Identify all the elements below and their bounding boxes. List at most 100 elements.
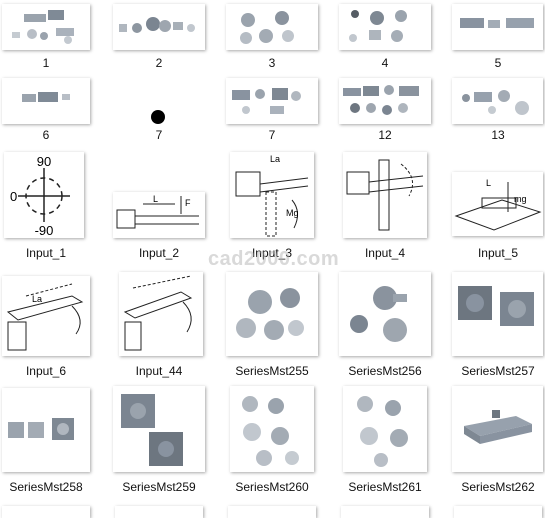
length-label: L (486, 178, 491, 188)
file-item-2[interactable]: 2 (113, 0, 205, 72)
item-label: Input_2 (138, 246, 180, 260)
angle-0-label: 0 (10, 189, 17, 204)
item-label: SeriesMst258 (9, 480, 83, 494)
thumbnail[interactable] (2, 4, 90, 50)
load-diagram-icon: L F (116, 194, 199, 229)
thumbnail[interactable] (452, 386, 543, 472)
item-label: SeriesMst259 (122, 480, 196, 494)
moment-diagram-icon (123, 275, 193, 351)
thumbnail[interactable]: La (2, 276, 90, 356)
next-row-thumb[interactable] (115, 506, 203, 518)
angle-neg90-label: -90 (35, 223, 54, 238)
next-row-thumb[interactable] (2, 506, 90, 518)
angle-diagram-icon: 90 0 -90 (10, 154, 70, 238)
thumbnail[interactable] (2, 388, 90, 472)
item-label: 6 (42, 128, 50, 142)
thumbnail[interactable] (339, 4, 431, 50)
item-label: Input_6 (25, 364, 67, 378)
file-item-6[interactable]: 6 (0, 76, 92, 146)
item-label: SeriesMst257 (461, 364, 535, 378)
file-item-7b[interactable]: 7 (226, 76, 318, 146)
weight-label: mg (514, 194, 527, 204)
thumbnail[interactable] (113, 386, 205, 472)
item-label: 7 (155, 128, 163, 142)
rotary-actuator-icon (240, 11, 294, 44)
moment-diagram-icon (346, 159, 424, 231)
file-item-5[interactable]: 5 (452, 0, 545, 72)
item-label: Input_44 (135, 364, 183, 378)
item-label: Input_5 (477, 246, 519, 260)
rack-actuator-icon (464, 410, 532, 444)
rotary-actuator-icon (121, 394, 183, 466)
angle-90-label: 90 (37, 154, 51, 169)
file-item-seriesmst255[interactable]: SeriesMst255 (226, 268, 318, 383)
file-item-13[interactable]: 13 (452, 76, 545, 146)
item-label: SeriesMst262 (461, 480, 535, 494)
file-item-input-4[interactable]: Input_4 (339, 150, 431, 265)
thumbnail[interactable] (343, 152, 427, 238)
item-label: 13 (491, 128, 505, 142)
file-item-seriesmst260[interactable]: SeriesMst260 (226, 384, 318, 499)
file-item-1[interactable]: 1 (0, 0, 92, 72)
thumbnail[interactable] (339, 272, 431, 356)
item-label: SeriesMst260 (235, 480, 309, 494)
length-label: L (153, 194, 158, 204)
thumbnail[interactable]: L F (113, 192, 205, 238)
file-item-input-2[interactable]: L F Input_2 (113, 150, 205, 265)
file-item-7a[interactable]: 7 (113, 76, 205, 146)
thumbnail[interactable] (452, 272, 543, 356)
item-label: 12 (378, 128, 392, 142)
rotary-actuator-icon (349, 10, 407, 42)
file-item-12[interactable]: 12 (339, 76, 431, 146)
thumbnail[interactable] (343, 386, 427, 472)
actuator-group-icon (462, 90, 529, 115)
file-item-seriesmst262[interactable]: SeriesMst262 (452, 384, 545, 499)
item-label: SeriesMst256 (348, 364, 422, 378)
load-diagram-icon: L mg (454, 178, 542, 231)
next-row-thumb[interactable] (228, 506, 316, 518)
rotary-actuator-icon (242, 396, 299, 466)
moment-diagram-icon: La (6, 283, 84, 351)
file-item-3[interactable]: 3 (226, 0, 318, 72)
dot-icon (151, 110, 165, 124)
file-item-seriesmst256[interactable]: SeriesMst256 (339, 268, 431, 383)
file-item-input-1[interactable]: 90 0 -90 Input_1 (0, 150, 92, 265)
actuator-group-icon (232, 88, 301, 114)
file-item-4[interactable]: 4 (339, 0, 431, 72)
item-label: 4 (381, 56, 389, 70)
file-item-input-3[interactable]: La Mg Input_3 (226, 150, 318, 265)
next-row-thumb[interactable] (341, 506, 429, 518)
thumbnail[interactable] (2, 78, 90, 124)
thumbnail[interactable] (452, 78, 543, 124)
moment-label: Mg (286, 208, 299, 218)
thumbnail[interactable] (339, 78, 431, 124)
file-item-input-5[interactable]: L mg Input_5 (452, 150, 545, 265)
length-label: La (270, 154, 280, 164)
item-label: 5 (494, 56, 502, 70)
thumbnail[interactable] (226, 4, 318, 50)
rotary-actuator-icon (357, 396, 408, 467)
thumbnail[interactable] (452, 4, 543, 50)
rotary-actuator-icon (8, 418, 74, 440)
thumbnail[interactable] (226, 78, 318, 124)
item-label: SeriesMst255 (235, 364, 309, 378)
next-row-thumb[interactable] (454, 506, 542, 518)
file-item-seriesmst259[interactable]: SeriesMst259 (113, 384, 205, 499)
thumbnail[interactable] (230, 386, 314, 472)
thumbnail[interactable] (119, 272, 203, 356)
rotary-unit-icon (119, 17, 195, 33)
thumbnail[interactable]: La Mg (230, 152, 314, 238)
file-item-seriesmst261[interactable]: SeriesMst261 (339, 384, 431, 499)
file-item-seriesmst258[interactable]: SeriesMst258 (0, 384, 92, 499)
actuator-icon (22, 92, 70, 102)
file-item-input-6[interactable]: La Input_6 (0, 268, 92, 383)
thumbnail[interactable]: L mg (452, 172, 543, 236)
file-item-input-44[interactable]: Input_44 (113, 268, 205, 383)
item-label: 2 (155, 56, 163, 70)
thumbnail[interactable] (226, 272, 318, 356)
rotary-actuator-icon (458, 286, 534, 326)
thumbnail[interactable]: 90 0 -90 (4, 152, 84, 238)
length-label: La (32, 294, 42, 304)
thumbnail[interactable] (113, 4, 205, 50)
file-item-seriesmst257[interactable]: SeriesMst257 (452, 268, 545, 383)
